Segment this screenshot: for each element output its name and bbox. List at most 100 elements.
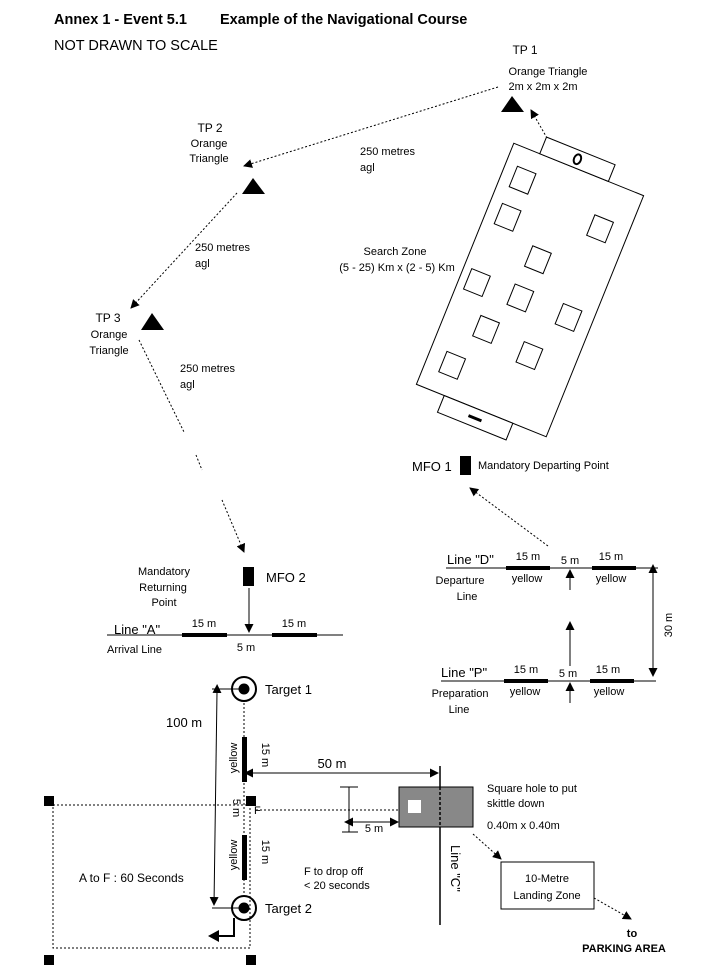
mfo2-marker (243, 567, 254, 586)
leg1-agl: agl (360, 162, 375, 174)
square-hole-line3: 0.40m x 0.40m (487, 820, 560, 832)
line-d-seg1 (506, 566, 550, 570)
mfo2-desc2: Returning (139, 582, 187, 594)
leg-tp3-b (195, 454, 203, 471)
tp3-triangle-icon (141, 313, 164, 330)
leg-to-mfo2 (221, 499, 246, 553)
line-p-color2: yellow (594, 686, 625, 698)
line-p-gap-label: 5 m (559, 668, 577, 680)
line-a-seg2-label: 15 m (282, 618, 306, 630)
exit-arrow-icon (208, 930, 219, 942)
landing-zone-line2: Landing Zone (513, 890, 580, 902)
field-corner-br (246, 955, 256, 965)
mfo2-name: MFO 2 (266, 570, 306, 585)
yellow-seg-bottom (242, 835, 247, 880)
dim-100-label: 100 m (166, 715, 202, 730)
search-zone-rect (415, 136, 645, 441)
leg2-agl: agl (195, 258, 210, 270)
f-drop-line1: F to drop off (304, 866, 364, 878)
line-d-seg2-label: 15 m (599, 551, 623, 563)
tp1-desc2: 2m x 2m x 2m (508, 81, 577, 93)
line-p-seg1 (504, 679, 548, 683)
tp2-triangle-icon (242, 178, 265, 194)
search-zone-dims: (5 - 25) Km x (2 - 5) Km (339, 262, 455, 274)
zone-squares (438, 165, 615, 380)
yellow-seg-top (242, 737, 247, 782)
f-drop-line2: < 20 seconds (304, 880, 370, 892)
a-to-f-label: A to F : 60 Seconds (79, 871, 184, 885)
landing-zone-box (500, 861, 595, 910)
line-p-color1: yellow (510, 686, 541, 698)
tp1-triangle-icon (501, 96, 524, 112)
line-c-name: Line "C" (448, 845, 463, 892)
line-a-gap-label: 5 m (237, 642, 255, 654)
line-d-sub1: Departure (436, 575, 485, 587)
line-d-color1: yellow (512, 573, 543, 585)
leg3-agl: agl (180, 379, 195, 391)
diagram-title: Example of the Navigational Course (220, 12, 467, 28)
line-d-seg2 (592, 566, 636, 570)
f-label: F (254, 805, 261, 817)
leg-tp1-tp2 (243, 86, 499, 168)
leg-lined-mfo1 (469, 487, 549, 547)
scale-note: NOT DRAWN TO SCALE (54, 38, 218, 54)
mfo1-marker (460, 456, 471, 475)
landing-zone-line1: 10-Metre (525, 873, 569, 885)
line-p-seg1-label: 15 m (514, 664, 538, 676)
square-hole-line2: skittle down (487, 798, 544, 810)
tp3-desc1: Orange (91, 329, 128, 341)
target2-label: Target 2 (265, 901, 312, 916)
tp2-name: TP 2 (197, 121, 222, 135)
seg-top-color: yellow (228, 743, 240, 774)
mfo1-desc: Mandatory Departing Point (478, 460, 609, 472)
parking-line1: to (627, 928, 638, 940)
field-corner-bl (44, 955, 54, 965)
leg-tp3-a (138, 339, 185, 433)
to-parking-arrow (593, 897, 632, 920)
drop-hole (408, 800, 421, 813)
seg-bottom-length: 15 m (259, 840, 271, 864)
line-a-name: Line "A" (114, 622, 160, 637)
line-p-name: Line "P" (441, 665, 487, 680)
line-p-seg2 (590, 679, 634, 683)
line-a-seg1 (182, 633, 227, 637)
mfo2-desc3: Point (151, 597, 176, 609)
target1-label: Target 1 (265, 682, 312, 697)
line-d-gap-label: 5 m (561, 555, 579, 567)
tp3-desc2: Triangle (89, 345, 128, 357)
to-landing-arrow (472, 833, 502, 860)
line-d-color2: yellow (596, 573, 627, 585)
line-d-seg1-label: 15 m (516, 551, 540, 563)
line-d-sub2: Line (457, 591, 478, 603)
dim-100-arrow (209, 684, 222, 906)
line-a-seg1-label: 15 m (192, 618, 216, 630)
tp3-name: TP 3 (95, 311, 120, 325)
parking-line2: PARKING AREA (582, 943, 666, 955)
leg2-alt: 250 metres (195, 242, 251, 254)
search-zone-title: Search Zone (364, 246, 427, 258)
field-corner-tl (44, 796, 54, 806)
line-a-seg2 (272, 633, 317, 637)
dim-50-label: 50 m (318, 756, 347, 771)
leg3-alt: 250 metres (180, 363, 236, 375)
square-hole-line1: Square hole to put (487, 783, 577, 795)
line-p-sub1: Preparation (432, 688, 489, 700)
mfo2-desc1: Mandatory (138, 566, 190, 578)
line-a-sub: Arrival Line (107, 644, 162, 656)
mfo1-name: MFO 1 (412, 459, 452, 474)
leg1-alt: 250 metres (360, 146, 416, 158)
line-d-name: Line "D" (447, 552, 494, 567)
line-p-seg2-label: 15 m (596, 664, 620, 676)
dim-5-label: 5 m (365, 823, 383, 835)
zone-top-gate (539, 136, 616, 183)
field-corner-tr (246, 796, 256, 806)
tp1-desc1: Orange Triangle (509, 66, 588, 78)
seg-top-length: 15 m (259, 743, 271, 767)
seg-bottom-color: yellow (228, 840, 240, 871)
field-box (52, 804, 251, 949)
line-p-sub2: Line (449, 704, 470, 716)
tp1-name: TP 1 (512, 43, 537, 57)
tp2-desc1: Orange (191, 138, 228, 150)
tp2-desc2: Triangle (189, 153, 228, 165)
